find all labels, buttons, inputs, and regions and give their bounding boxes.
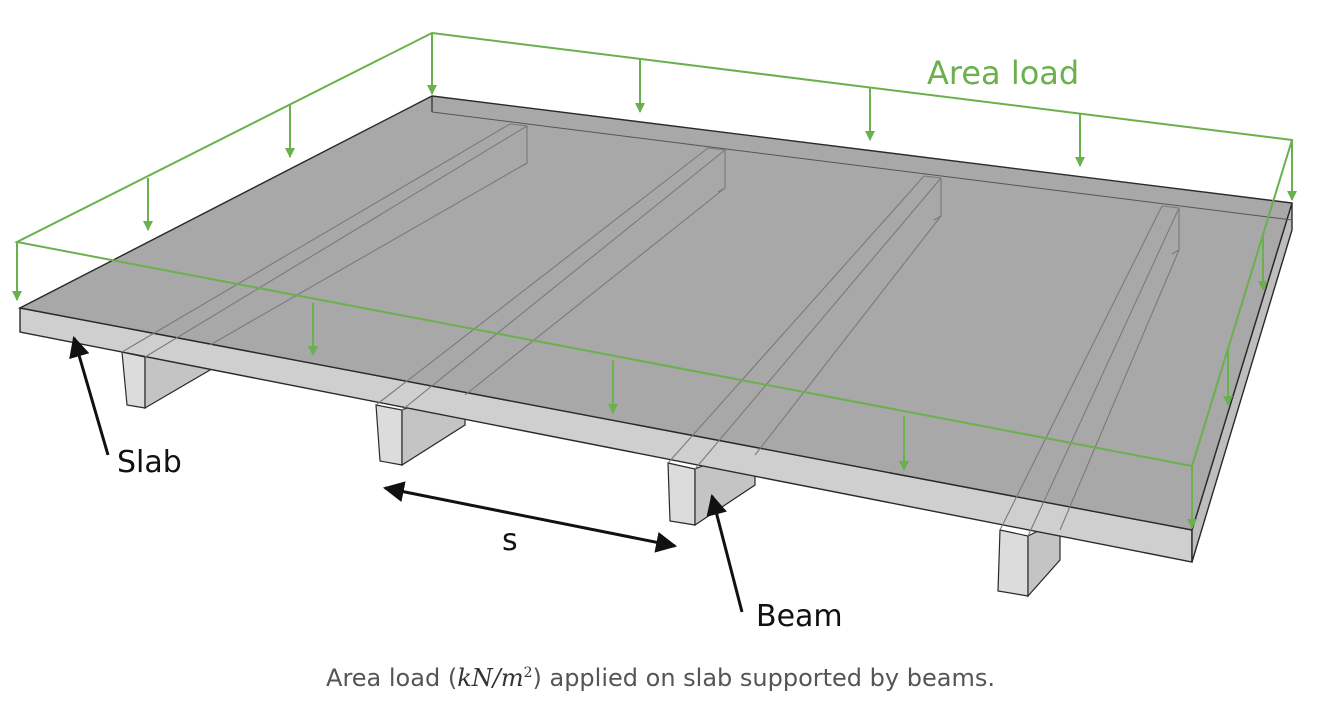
slab-beam-diagram: Area load Slab s Beam [12, 31, 1297, 634]
figure-caption: Area load (kN/m2) applied on slab suppor… [0, 664, 1321, 692]
beam-3 [667, 462, 696, 526]
spacing-arrow [382, 481, 678, 553]
slab-pointer-arrow [69, 335, 110, 456]
caption-prefix: Area load ( [326, 664, 458, 692]
diagram-canvas: Area load Slab s Beam [12, 31, 1297, 634]
beam-1 [121, 351, 146, 409]
area-load-label: Area load [927, 54, 1079, 92]
slab-top-face [17, 95, 1293, 531]
area-load-box [12, 31, 1297, 529]
beam-pointer-arrow [706, 493, 744, 613]
beam-label: Beam [756, 599, 843, 634]
caption-unit-math: kN/m2 [457, 664, 533, 692]
spacing-label: s [502, 523, 518, 558]
beam-hidden-lines [121, 123, 1180, 537]
caption-suffix: ) applied on slab supported by beams. [532, 664, 995, 692]
beam-2 [375, 404, 403, 466]
slab-label: Slab [117, 445, 182, 480]
beam-4 [997, 529, 1029, 597]
